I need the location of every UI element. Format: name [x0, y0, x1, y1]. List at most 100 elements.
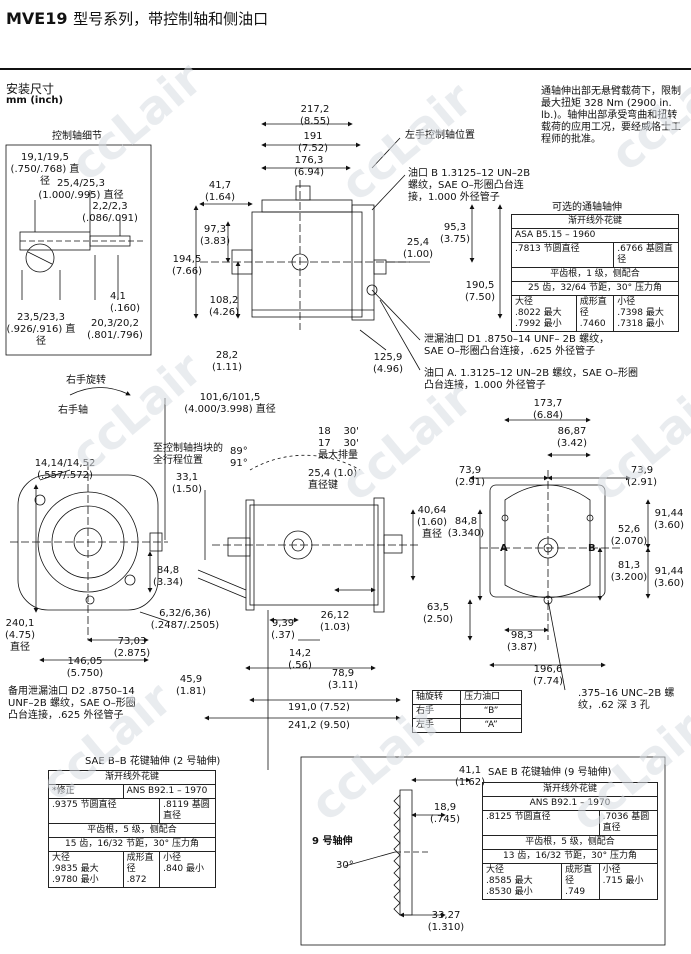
dim-84-8-rear: 84,8(3.340) [447, 516, 485, 539]
dim-194-5: 194,5(7.66) [171, 254, 203, 277]
dim-23-5: 23,5/23,3(.926/.916) 直径 [6, 312, 76, 347]
shaft9-label: 9 号轴伸 [312, 836, 353, 847]
shaft9-table: 渐开线外花键 ANS B92.1 – 1970 .8125 节圆直径.7036 … [481, 782, 659, 900]
key-dim: 25,4 (1.0)直径键 [308, 468, 358, 491]
dim-191: 191(7.52) [297, 131, 329, 154]
dim-196-6: 196,6(7.74) [532, 664, 564, 687]
thru-teeth: 25 齿，32/64 节距，30° 压力角 [511, 281, 679, 296]
dim-2-2: 2,2/2,3(.086/.091) [82, 201, 138, 224]
dim-20-3: 20,3/20,2(.801/.796) [87, 318, 143, 341]
rotation-table: 轴旋转压力油口 右手“B” 左手“A” [411, 690, 522, 733]
rot-r1b: “B” [460, 704, 522, 719]
s2-std-b: ANS B92.1 – 1970 [122, 784, 217, 799]
angle-89: 89° [230, 446, 248, 457]
port-b-label: 油口 B 1.3125–12 UN–2B 螺纹，SAE O–形圈凸台连接，1.0… [408, 168, 531, 203]
dim-18-9: 18,9(.745) [429, 802, 461, 825]
rear-view-drawing [480, 470, 620, 640]
dim-4-1: 4,1(.160) [110, 291, 141, 314]
dim-97-3: 97,3(3.83) [199, 224, 231, 247]
dim-33-27: 33,27(1.310) [427, 910, 465, 933]
thru-spline: 渐开线外花键 [511, 214, 679, 229]
shaft9-angle: 30° [336, 860, 354, 871]
left-control-shaft-label: 左手控制轴位置 [405, 130, 475, 141]
dim-9-39: 9,39(.37) [271, 618, 295, 641]
dim-73-03: 73,03(2.875) [113, 636, 151, 659]
drain-d2-label: 备用泄漏油口 D2 .8750–14 UNF–2B 螺纹，SAE O–形圈凸台连… [8, 686, 136, 721]
dim-52-6: 52,6(2.070) [610, 524, 648, 547]
shaft9-drawing [344, 789, 430, 916]
rot-h2: 压力油口 [460, 690, 522, 705]
thru-form: 成形直径.7460 [575, 295, 615, 332]
s9-minor: 小径.715 最小 [598, 863, 659, 900]
dim-41-7: 41,7(1.64) [204, 180, 236, 203]
s9-pitch: .8125 节圆直径 [482, 810, 600, 836]
detail-title: 控制轴细节 [52, 131, 102, 142]
dim-173-7: 173,7(6.84) [532, 398, 564, 421]
s9-spline: 渐开线外花键 [482, 782, 658, 797]
dim-91-44-top: 91,44(3.60) [653, 508, 685, 531]
s9-fit: 平齿根，5 级，侧配合 [482, 835, 658, 850]
dim-95-3: 95,3(3.75) [439, 222, 471, 245]
control-shaft-detail-frame [5, 144, 152, 356]
dim-25-4-side: 25,4(1.00) [402, 237, 434, 260]
thru-shaft-table: 渐开线外花键 ASA B5.15 – 1960 .7813 节圆直径.6766 … [510, 214, 679, 332]
thru-major: 大径.8022 最大 .7992 最小 [511, 295, 577, 332]
dim-6-32: 6,32/6,36)(.2487/.2505) [150, 608, 220, 631]
s9-std: ANS B92.1 – 1970 [482, 796, 658, 811]
s2-std-a: *修正 [48, 784, 124, 799]
dim-28-2: 28,2(1.11) [211, 350, 243, 373]
s2-spline: 渐开线外花键 [48, 770, 216, 785]
port-a-marker: A [500, 543, 508, 554]
s2-base: .8119 基圆直径 [159, 798, 216, 824]
section-units: mm (inch) [6, 95, 64, 106]
shaft2-title: SAE B–B 花键轴伸 (2 号轴伸) [85, 756, 221, 767]
max-displacement: 最大排量 [318, 450, 358, 461]
dim-14-2: 14,2(.56) [288, 648, 312, 671]
dim-14-14: 14,14/14,52(.557/.572) [34, 458, 96, 481]
dim-240: 240,1(4.75)直径 [4, 618, 36, 653]
s2-pitch: .9375 节圆直径 [47, 798, 161, 824]
dim-91-44-bottom: 91,44(3.60) [653, 566, 685, 589]
s9-teeth: 13 齿，16/32 节距，30° 压力角 [482, 849, 658, 864]
dim-146-05: 146,05(5.750) [66, 656, 104, 679]
port-a-label: 油口 A. 1.3125–12 UN–2B 螺纹，SAE O–形圈凸台连接，1.… [424, 368, 639, 391]
dim-73-9-right: 73,9(2.91) [626, 465, 658, 488]
rot-h1: 轴旋转 [411, 690, 462, 705]
s2-major: 大径.9835 最大 .9780 最小 [48, 851, 124, 888]
side-view-drawing [200, 180, 410, 330]
dim-84-8-front: 84,8(3.34) [152, 565, 184, 588]
dim-78-9: 78,9(3.11) [327, 668, 359, 691]
section-title: 安装尺寸 [6, 82, 55, 96]
rot-r1a: 右手 [411, 704, 462, 719]
s9-form: 成形直径.749 [561, 863, 600, 900]
dim-217: 217,2(8.55) [299, 104, 331, 127]
dim-45-9: 45,9(1.81) [175, 674, 207, 697]
page-title: MVE19 型号系列，带控制轴和侧油口 [6, 8, 268, 29]
dim-81-3: 81,3(3.200) [610, 560, 648, 583]
model-subtitle: 型号系列，带控制轴和侧油口 [73, 10, 269, 28]
thru-shaft-title: 可选的通轴轴伸 [552, 202, 622, 213]
dim-98-3: 98,3(3.87) [506, 630, 538, 653]
dim-176: 176,3(6.94) [293, 155, 325, 178]
shaft-label: 右手轴 [58, 405, 88, 416]
control-shaft-drawing [19, 190, 145, 300]
drain-d1-label: 泄漏油口 D1 .8750–14 UNF– 2B 螺纹，SAE O–形圈凸台连接… [424, 334, 610, 357]
torque-note: 通轴伸出部无悬臂载荷下，限制最大扭矩 328 Nm (2900 in. lb.)… [541, 86, 681, 145]
dim-86-87: 86,87(3.42) [556, 426, 588, 449]
rot-r2a: 左手 [411, 718, 462, 733]
port-b-marker: B [588, 543, 596, 554]
dim-73-9-left: 73,9(2.91) [454, 465, 486, 488]
angle-91: 91° [230, 458, 248, 469]
s2-form: 成形直径.872 [122, 851, 161, 888]
model-name: MVE19 [6, 9, 68, 28]
dim-19-1: 19,1/19,5(.750/.768) 直径 [10, 152, 80, 187]
angle-17: 17 30' [318, 438, 359, 449]
shaft9-title: SAE B 花键轴伸 (9 号轴伸) [488, 767, 612, 778]
thru-pitch: .7813 节圆直径 [510, 242, 615, 268]
angle-18: 18 30' [318, 426, 359, 437]
thru-std: ASA B5.15 – 1960 [511, 228, 679, 243]
dim-101-6: 101,6/101,5(4.000/3.998) 直径 [184, 392, 276, 415]
dim-26-12: 26,12(1.03) [319, 610, 351, 633]
thru-minor: 小径.7398 最大 .7318 最小 [613, 295, 679, 332]
